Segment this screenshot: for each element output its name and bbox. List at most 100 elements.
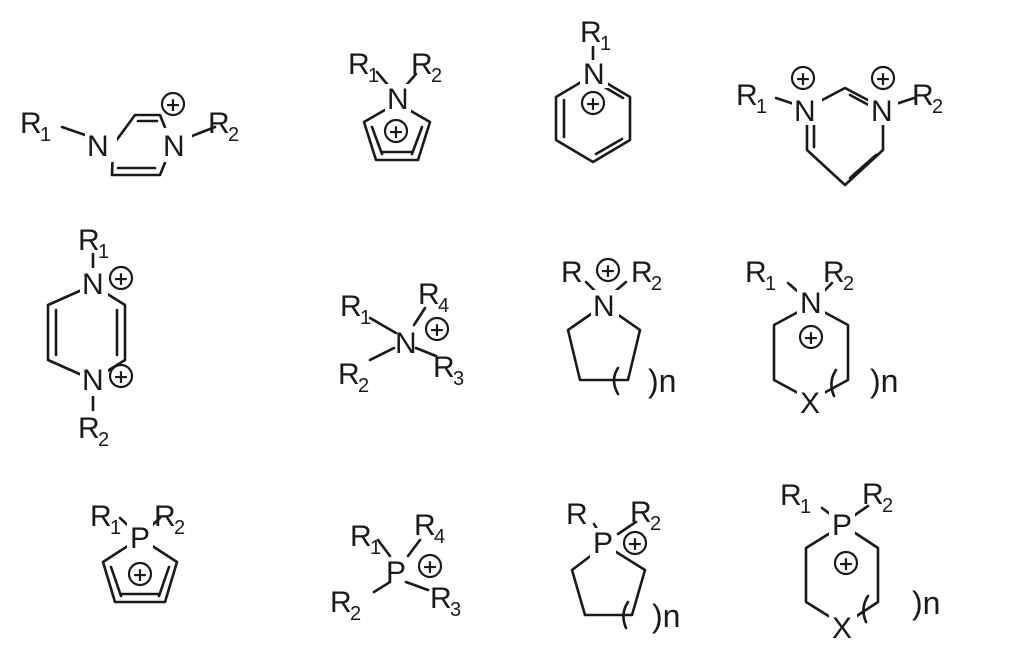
r1-label: R — [350, 520, 372, 553]
svg-text:+: + — [627, 533, 643, 555]
r1-label: R — [78, 224, 100, 257]
r1-label: R — [780, 479, 802, 512]
svg-text:+: + — [585, 93, 601, 115]
ring-size-label: )n — [652, 598, 680, 634]
svg-text:+: + — [113, 366, 129, 388]
r1-label: R — [20, 107, 42, 140]
r2-label: R — [338, 358, 360, 391]
r2-label: R — [912, 79, 934, 112]
positive-charge-icon: + — [833, 550, 859, 576]
r2-sub: 2 — [650, 513, 661, 535]
positive-charge-icon: + — [424, 316, 450, 342]
r1-label: R — [340, 290, 362, 323]
nitrogen-label: N — [87, 130, 109, 163]
r3-label: R — [430, 582, 452, 615]
r2-sub: 2 — [358, 375, 369, 397]
r4-label: R — [414, 509, 436, 542]
phosphorus-label: P — [593, 527, 613, 560]
r2-sub: 2 — [843, 273, 854, 295]
positive-charge-icon: + — [580, 90, 606, 116]
svg-text:+: + — [422, 556, 438, 578]
nitrogen-label: N — [794, 95, 816, 128]
r1-label: R — [745, 256, 767, 289]
r1-sub: 1 — [756, 96, 767, 118]
r2-label: R — [411, 48, 433, 81]
r2-sub: 2 — [350, 603, 361, 625]
r2-sub: 2 — [932, 96, 943, 118]
nitrogen-label: N — [82, 364, 104, 397]
imidazolium-cation: R 1 N N R 2 + — [20, 91, 239, 177]
svg-text:+: + — [429, 319, 445, 341]
nitrogen-label: N — [82, 268, 104, 301]
r1-sub: 1 — [360, 307, 371, 329]
r2-label: R — [78, 412, 100, 445]
r3-sub: 3 — [450, 599, 461, 621]
positive-charge-icon: + — [798, 324, 824, 350]
pyrazinium-cation: R 1 N N R 2 + + — [46, 224, 134, 451]
positive-charge-icon: + — [383, 118, 409, 144]
r2-label: R — [208, 107, 230, 140]
heterocyclic-ammonium-cation: R 1 R 2 N X )n + — [745, 256, 898, 420]
r2-sub: 2 — [882, 495, 893, 517]
r1-sub: 1 — [600, 33, 611, 55]
nitrogen-label: N — [800, 287, 822, 320]
svg-text:+: + — [875, 68, 891, 90]
positive-charge-icon: + — [108, 265, 134, 291]
r3-sub: 3 — [453, 368, 464, 390]
positive-charge-icon: + — [870, 65, 896, 91]
x-label: X — [832, 612, 852, 645]
nitrogen-label: N — [871, 95, 893, 128]
r1-label: R — [561, 256, 583, 289]
r1-sub: 1 — [98, 241, 109, 263]
positive-charge-icon: + — [417, 553, 443, 579]
r2-label: R — [631, 256, 653, 289]
r3-label: R — [433, 351, 455, 384]
r1-label: R — [736, 79, 758, 112]
r2-sub: 2 — [98, 429, 109, 451]
x-label: X — [800, 387, 820, 420]
pyrimidinium-cation: R 1 N N R 2 + + — [736, 65, 943, 187]
positive-charge-icon: + — [160, 91, 186, 117]
phosphonium-cation: R 1 R 4 P R 2 R 3 + — [330, 509, 461, 625]
r2-sub: 2 — [431, 65, 442, 87]
r4-sub: 4 — [438, 295, 449, 317]
phospholium-cation: R 1 R 2 P + — [90, 500, 185, 604]
r4-label: R — [418, 278, 440, 311]
r2-sub: 2 — [228, 124, 239, 146]
r2-label: R — [630, 496, 652, 529]
nitrogen-label: N — [387, 83, 409, 116]
r1-sub: 1 — [370, 537, 381, 559]
r1-sub: 1 — [368, 65, 379, 87]
r2-label: R — [330, 586, 352, 619]
positive-charge-icon: + — [108, 363, 134, 389]
svg-text:+: + — [600, 260, 616, 282]
svg-text:+: + — [113, 268, 129, 290]
heterocyclic-phosphonium-cation: R 1 R 2 P X )n + — [780, 478, 940, 645]
r2-label: R — [862, 478, 884, 511]
svg-text:+: + — [795, 68, 811, 90]
nitrogen-label: N — [395, 327, 417, 360]
ring-size-label: )n — [912, 585, 940, 621]
positive-charge-icon: + — [595, 257, 621, 283]
pyridinium-cation: R 1 N + — [554, 16, 632, 164]
r2-label: R — [823, 256, 845, 289]
r1-label: R — [90, 500, 112, 533]
r1-sub: 1 — [800, 496, 811, 518]
ring-size-label: )n — [870, 363, 898, 399]
nitrogen-label: N — [163, 130, 185, 163]
phosphorus-label: P — [130, 522, 150, 555]
positive-charge-icon: + — [622, 530, 648, 556]
r1-sub: 1 — [110, 517, 121, 539]
ring-size-label: )n — [648, 363, 676, 399]
positive-charge-icon: + — [127, 561, 153, 587]
nitrogen-label: N — [593, 290, 615, 323]
phospholanium-cation: R R 2 P )n + — [566, 496, 680, 634]
positive-charge-icon: + — [790, 65, 816, 91]
svg-text:+: + — [132, 564, 148, 586]
svg-text:+: + — [838, 553, 854, 575]
r1-label: R — [348, 48, 370, 81]
r2-label: R — [154, 500, 176, 533]
pyrrolium-cation: R 1 R 2 N + — [348, 48, 442, 162]
